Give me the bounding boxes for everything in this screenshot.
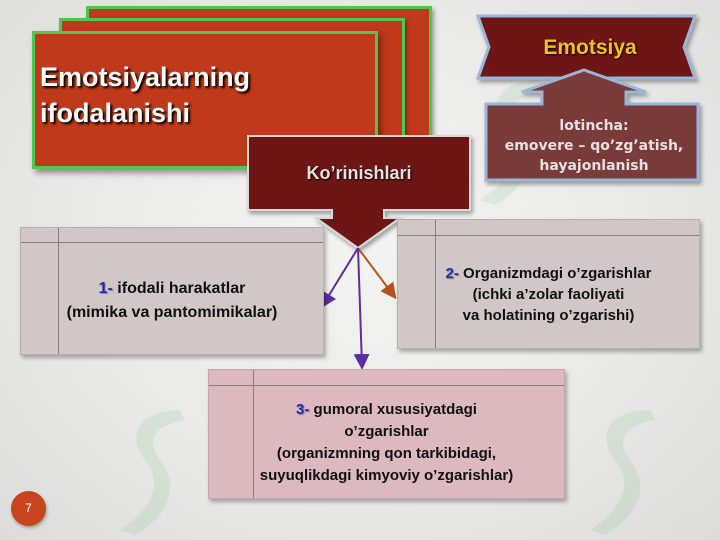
- title-line-1: Emotsiyalarning: [40, 62, 251, 92]
- arrow-to-box3: [353, 247, 370, 370]
- category-box-1: 1- ifodali harakatlar (mimika va pantomi…: [20, 227, 324, 355]
- box2-line-2: (ichki a’zolar faoliyati: [472, 286, 625, 303]
- box1-line-2: (mimika va pantomimikalar): [66, 304, 278, 321]
- latin-line-1: lotincha:: [559, 118, 629, 134]
- box3-line-3: (organizmning qon tarkibidagi,: [276, 445, 497, 462]
- page-title: Emotsiyalarning ifodalanishi: [40, 59, 370, 131]
- category-box-2: 2- Organizmdagi o’zgarishlar (ichki a’zo…: [397, 219, 700, 349]
- box1-text: 1- ifodali harakatlar (mimika va pantomi…: [21, 277, 323, 325]
- emotsiya-label: Emotsiya: [543, 36, 637, 59]
- korinishlari-shape: [247, 135, 471, 250]
- box3-line-4: suyuqlikdagi kimyoviy o’zgarishlar): [259, 467, 514, 484]
- emotsiya-callout: [475, 14, 700, 182]
- box3-text: 3- gumoral xususiyatdagi o’zgarishlar (o…: [209, 399, 564, 487]
- box1-line-1: ifodali harakatlar: [112, 280, 246, 297]
- slide-number-badge: 7: [11, 491, 46, 526]
- box2-line-3: va holatining o’zgarishi): [462, 307, 635, 324]
- box3-line-1: gumoral xususiyatdagi: [309, 401, 477, 418]
- box2-text: 2- Organizmdagi o’zgarishlar (ichki a’zo…: [398, 263, 699, 326]
- latin-callout-shape: [484, 68, 700, 182]
- korinishlari-callout: [247, 135, 471, 250]
- korinishlari-label: Ko’rinishlari: [306, 163, 412, 183]
- category-box-3: 3- gumoral xususiyatdagi o’zgarishlar (o…: [208, 369, 565, 499]
- box1-number: 1-: [98, 280, 113, 297]
- latin-line-2: emovere – qo’zg’atish,: [504, 138, 684, 154]
- box2-line-1: Organizmdagi o’zgarishlar: [458, 265, 652, 282]
- latin-line-3: hayajonlanish: [539, 158, 649, 174]
- title-line-2: ifodalanishi: [40, 98, 191, 128]
- arrow-to-box2: [357, 247, 397, 300]
- latin-origin-text: lotincha: emovere – qo’zg’atish, hayajon…: [488, 116, 700, 176]
- box3-line-2: o’zgarishlar: [344, 423, 429, 440]
- emotsiya-banner-shape: [475, 14, 698, 80]
- arrow-to-box1: [320, 247, 359, 309]
- box3-number: 3-: [296, 401, 310, 418]
- box2-number: 2-: [445, 265, 459, 282]
